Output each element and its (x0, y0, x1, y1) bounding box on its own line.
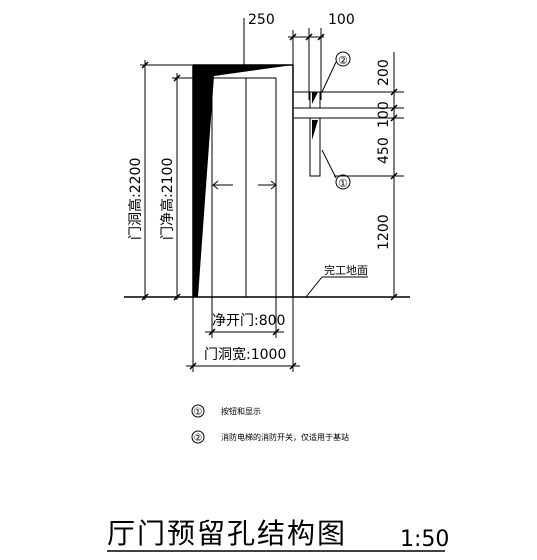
bottom-dimension-lines (186, 297, 300, 372)
dim-right-200: 200 (376, 59, 392, 86)
drawing-title: 厅门预留孔结构图 (107, 517, 347, 550)
marker-2 (321, 51, 351, 93)
dim-left-2200: 门洞高:2200 (127, 158, 144, 240)
dim-bottom-1000: 门洞宽:1000 (204, 346, 286, 363)
legend-1-symbol: ① (194, 407, 203, 418)
dim-right-450: 450 (376, 137, 392, 164)
dim-bottom-800: 净开门:800 (212, 313, 285, 329)
legend-2-text: 消防电梯的消防开关，仅适用于基站 (221, 432, 349, 442)
floor-leader (305, 276, 323, 298)
drawing-scale: 1:50 (400, 527, 449, 552)
legend (191, 404, 205, 444)
legend-2-symbol: ② (194, 433, 203, 444)
door-leaf-section (193, 65, 293, 297)
dim-top-250: 250 (248, 12, 275, 28)
marker-1 (321, 149, 351, 190)
left-dimension-lines (140, 60, 212, 301)
door-opening-arrows (212, 180, 277, 190)
dim-right-100: 100 (376, 101, 392, 128)
dim-top-100: 100 (328, 12, 355, 28)
dim-right-1200: 1200 (376, 214, 392, 250)
legend-1-text: 按钮和显示 (221, 406, 261, 416)
top-dimension-lines (288, 28, 325, 100)
floor-label: 完工地面 (324, 263, 368, 277)
marker-2-label: ② (338, 54, 348, 67)
dim-left-2100: 门净高:2100 (159, 158, 176, 240)
right-dimension-lines (294, 52, 404, 301)
marker-1-label: ① (338, 177, 348, 190)
